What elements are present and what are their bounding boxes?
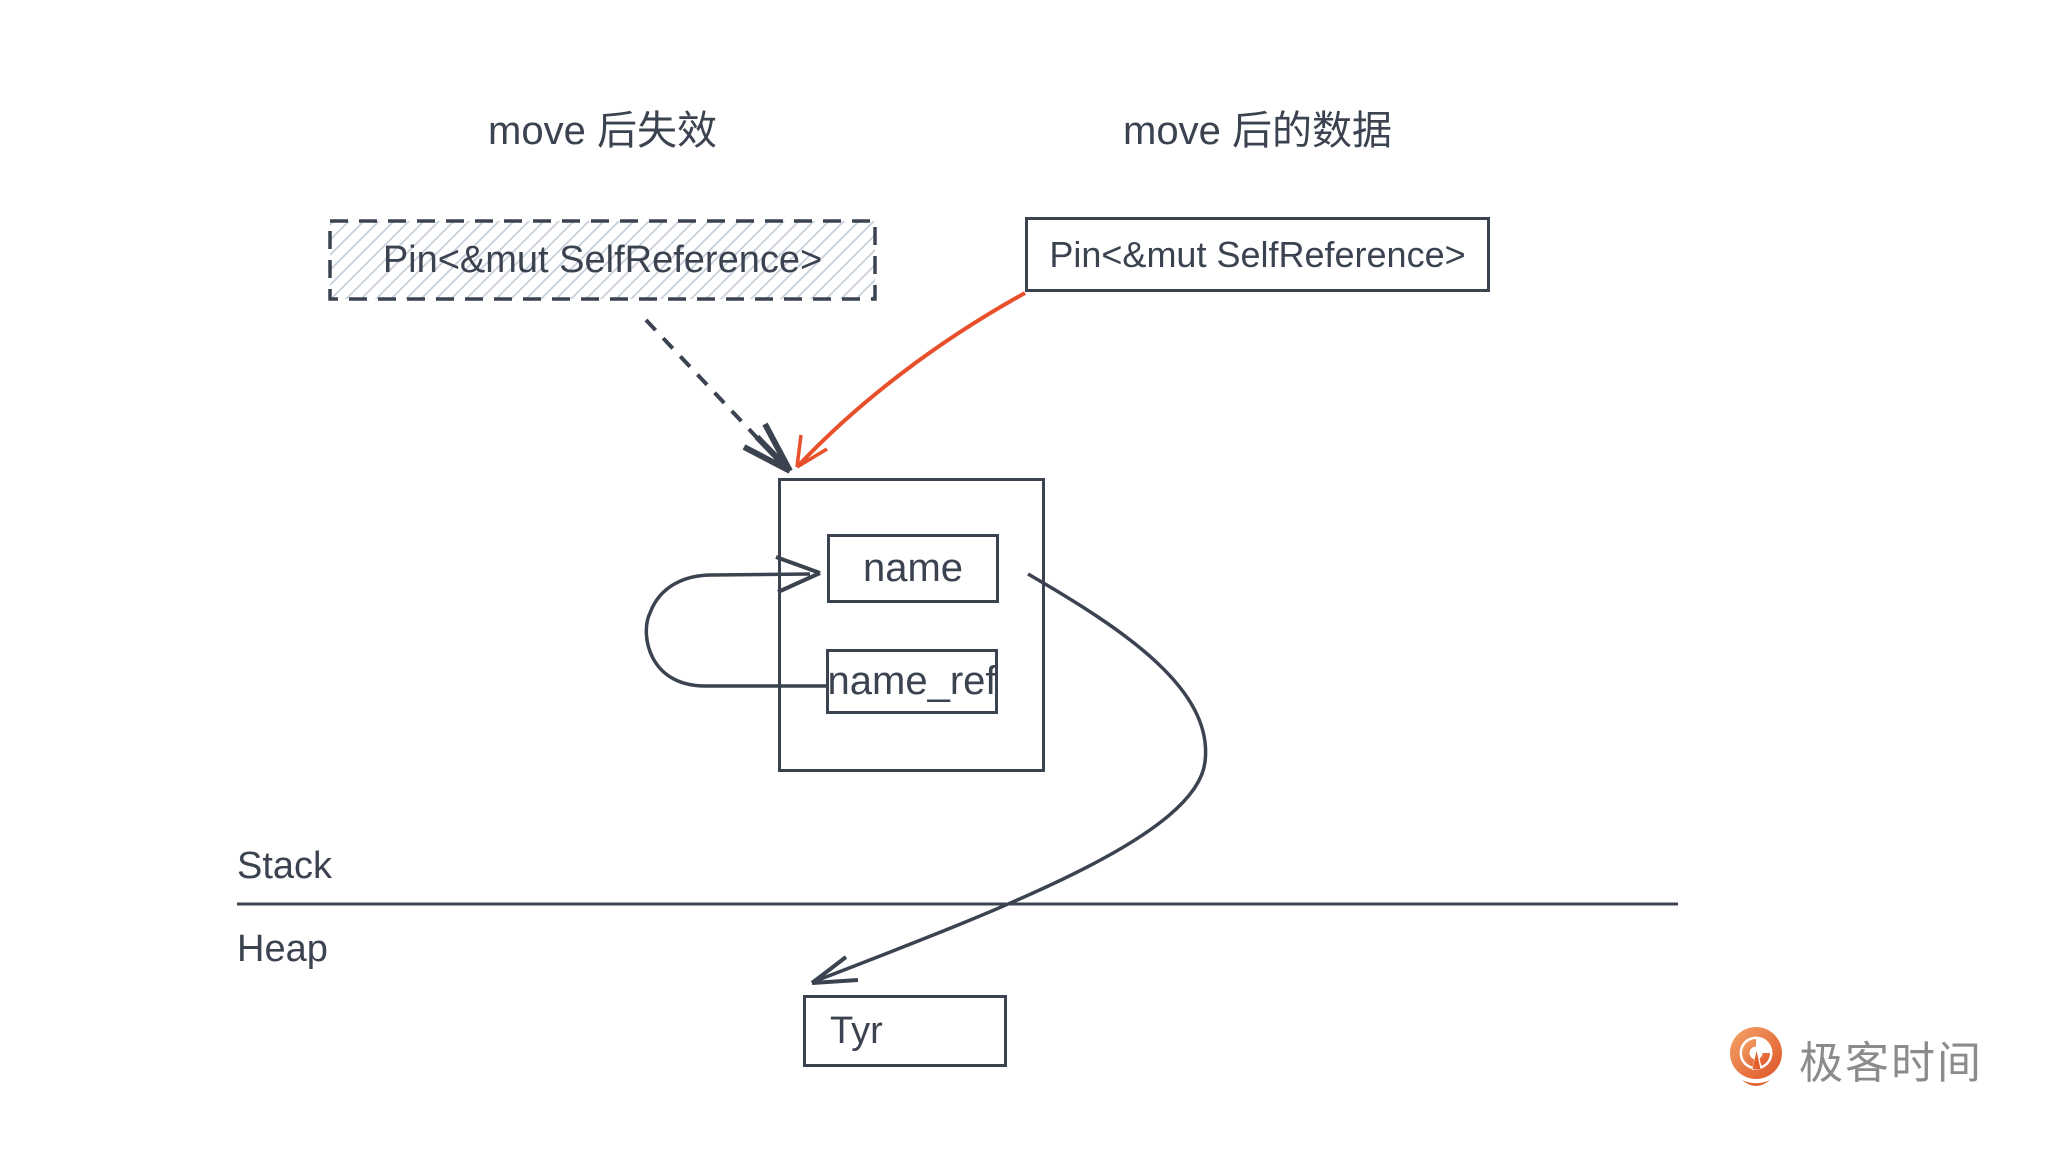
field-name-box: name bbox=[827, 534, 999, 603]
geektime-logo-icon bbox=[1730, 1027, 1782, 1086]
geektime-logo-text: 极客时间 bbox=[1799, 1039, 1983, 1088]
left-title: move 后失效 bbox=[488, 109, 717, 153]
dashed-arrow bbox=[644, 318, 793, 474]
pin-invalid-box-outline bbox=[328, 219, 877, 301]
right-title: move 后的数据 bbox=[1123, 109, 1392, 153]
stack-label: Stack bbox=[237, 845, 333, 887]
geektime-logo: 极客时间 bbox=[1725, 1024, 1983, 1094]
red-arrow bbox=[795, 291, 1026, 469]
heap-value-box: Tyr bbox=[803, 995, 1007, 1067]
pin-invalid-label: Pin<&mut SelfReference> bbox=[382, 238, 823, 281]
self-reference-loop-arrow bbox=[644, 555, 826, 688]
heap-label: Heap bbox=[237, 928, 328, 970]
self-reference-struct-box bbox=[778, 478, 1045, 772]
field-name-ref-box: name_ref bbox=[826, 649, 998, 714]
name-to-heap-arrow bbox=[810, 572, 1208, 985]
pin-moved-box: Pin<&mut SelfReference> bbox=[1025, 217, 1490, 292]
